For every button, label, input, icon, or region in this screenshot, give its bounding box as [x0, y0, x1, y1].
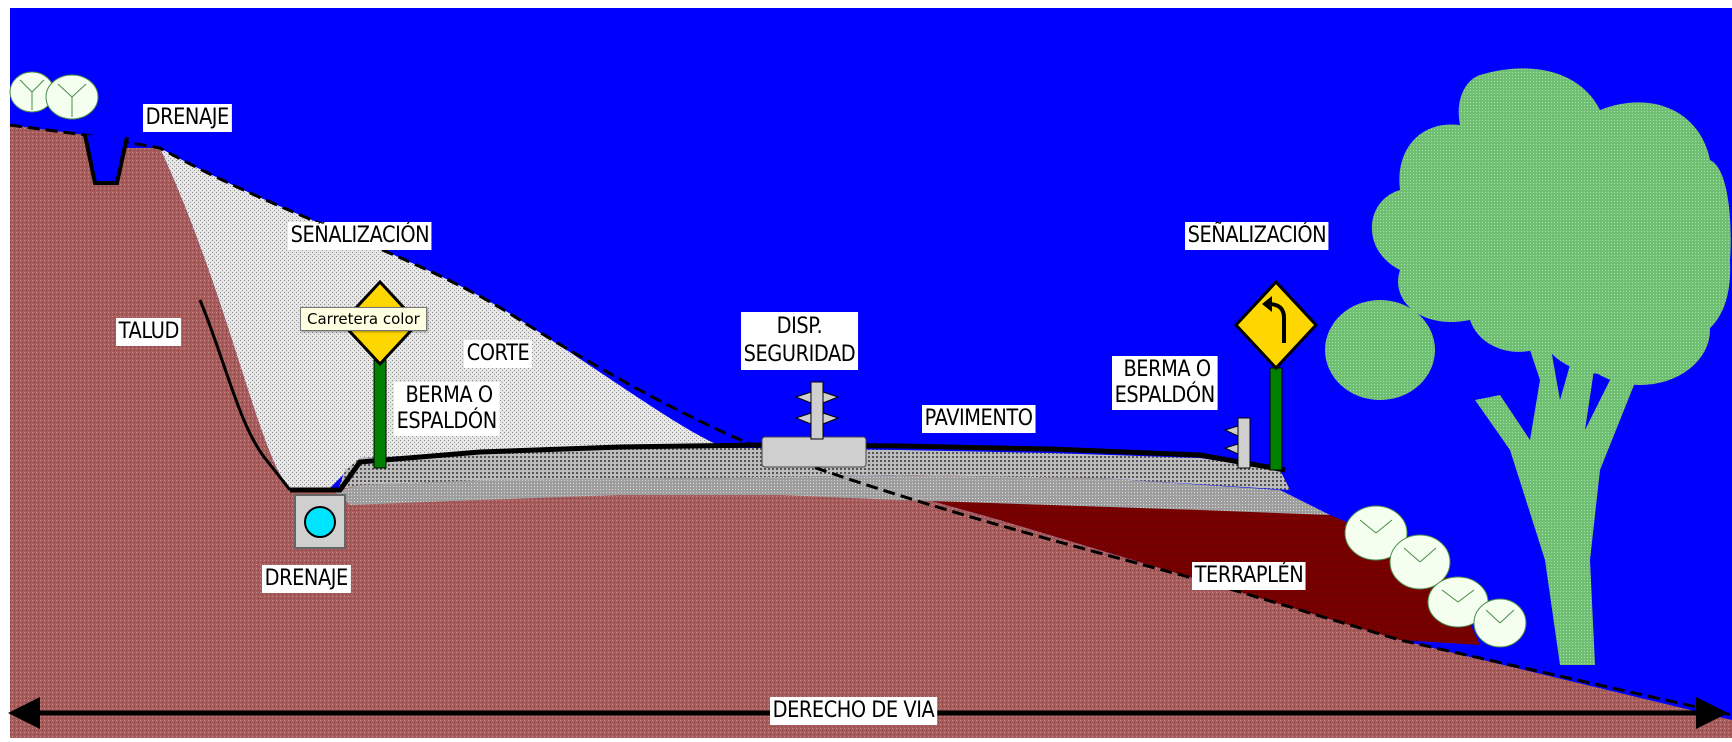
label-corte: CORTE: [464, 340, 532, 368]
pavement-surface: [290, 442, 1286, 493]
label-disp-seguridad: DISP. SEGURIDAD: [741, 312, 858, 370]
safety-barrier-base: [761, 436, 867, 468]
label-berma-right: BERMA O ESPALDÓN: [1112, 356, 1218, 410]
berma-right-line2: ESPALDÓN: [1114, 383, 1216, 408]
safety-barrier-post: [810, 381, 824, 440]
drain-pipe-icon: [304, 506, 336, 538]
base-layer: [338, 448, 1290, 490]
label-terraplen: TERRAPLÉN: [1192, 562, 1306, 590]
disp-line1: DISP.: [776, 314, 823, 339]
right-sign-post: [1269, 367, 1283, 471]
label-talud: TALUD: [116, 318, 182, 346]
natural-ground: [10, 125, 1732, 738]
curve-ahead-sign-icon: [1233, 279, 1319, 371]
label-drenaje-bottom: DRENAJE: [262, 565, 351, 593]
curve-arrow-head: [1262, 296, 1272, 312]
bush-icon: [1344, 505, 1527, 648]
guardrail-icon: [1237, 417, 1251, 469]
label-pavimento: PAVIMENTO: [922, 405, 1036, 433]
left-ditch-line: [198, 299, 292, 491]
label-derecho-de-via: DERECHO DE VIA: [770, 697, 937, 725]
berma-left-line2: ESPALDÓN: [396, 409, 498, 434]
berma-left-line1: BERMA O: [405, 383, 493, 408]
label-berma-left: BERMA O ESPALDÓN: [394, 382, 500, 436]
left-sign-post: [373, 359, 387, 469]
disp-line2: SEGURIDAD: [743, 342, 856, 367]
berma-right-line1: BERMA O: [1123, 357, 1211, 382]
label-senalizacion-left: SEÑALIZACIÓN: [288, 222, 432, 250]
tree-icon: [1325, 68, 1731, 665]
subbase-layer: [335, 475, 1330, 515]
top-drain-channel: [83, 134, 129, 185]
label-drenaje-top: DRENAJE: [143, 104, 232, 132]
tooltip: Carretera color: [300, 307, 427, 331]
label-senalizacion-right: SEÑALIZACIÓN: [1185, 222, 1329, 250]
bush-icon: [9, 71, 99, 120]
